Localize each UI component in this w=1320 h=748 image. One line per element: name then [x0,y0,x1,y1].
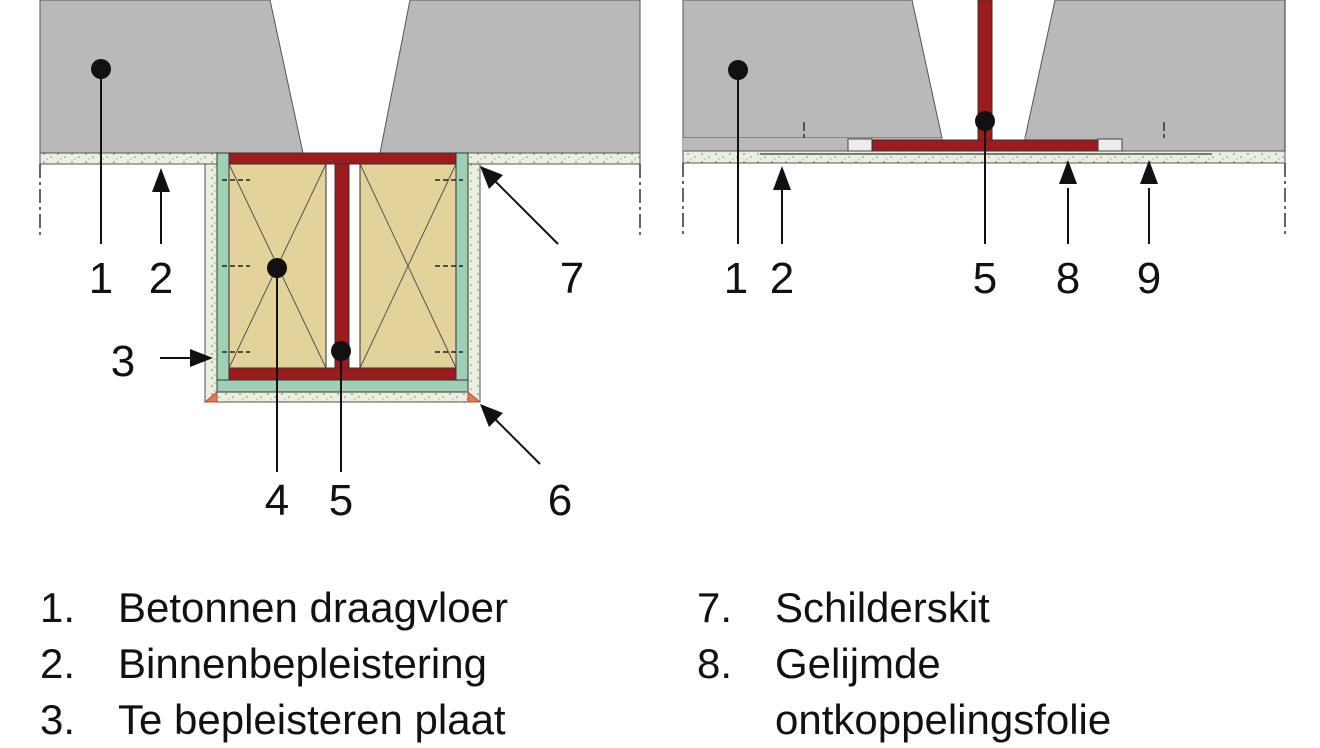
sealant-corner-left [203,390,218,403]
right-detail: 1 2 5 8 9 [682,0,1286,303]
legend-num: 1. [40,584,76,631]
screw-marks [222,179,463,353]
dot-r1 [728,60,748,80]
dot-r5 [975,111,995,131]
arrowhead-r9 [1140,160,1158,184]
concrete-slab-right-2 [1024,0,1286,154]
callout-5: 5 [329,476,353,525]
concrete-slab-right [379,0,641,154]
legend-left: 1. Betonnen draagvloer 2. Binnenbepleist… [40,580,508,748]
callout-1: 1 [89,254,113,303]
legend-text: ontkoppelingsfolie [775,696,1112,743]
legend-text: Betonnen draagvloer [118,584,508,631]
callout-r8: 8 [1056,254,1080,303]
arrowhead-6 [480,404,503,427]
concrete-slab-left-2 [682,0,943,153]
legend-text: Te bepleisteren plaat [118,696,506,743]
dot-5 [331,341,351,361]
legend-num: 2. [40,640,76,687]
board-left [216,152,230,393]
callout-3: 3 [111,337,135,386]
arrowhead-7 [480,166,503,189]
callout-2: 2 [149,254,173,303]
legend-item: ontkoppelingsfolie [697,692,1111,748]
steel-beam-left [228,152,457,381]
dot-4 [267,258,287,278]
dot-1 [91,59,111,79]
arrowhead-r8 [1059,160,1077,184]
sealant-corner-right [467,390,482,403]
callout-6: 6 [548,476,572,525]
legend-num [697,692,775,748]
legend-num: 7. [697,584,733,631]
legend-num: 8. [697,640,733,687]
callout-7: 7 [560,254,584,303]
legend-item: 7. Schilderskit [697,580,1111,636]
callout-r2: 2 [770,254,794,303]
legend-item: 3. Te bepleisteren plaat [40,692,508,748]
callout-4: 4 [265,476,289,525]
legend-num: 3. [40,696,76,743]
legend-item: 2. Binnenbepleistering [40,636,508,692]
arrowhead-r2 [773,166,791,190]
legend-item: 8. Gelijmde [697,636,1111,692]
board-bottom [216,379,469,393]
concrete-slab-left [39,0,304,154]
legend-text: Gelijmde [775,640,941,687]
legend-right: 7. Schilderskit 8. Gelijmde ontkoppeling… [697,580,1111,748]
legend-text: Schilderskit [775,584,990,631]
left-detail: 1 2 3 4 5 6 7 [39,0,641,525]
callout-r9: 9 [1137,254,1161,303]
arrowhead-2 [152,168,170,192]
legend-text: Binnenbepleistering [118,640,487,687]
board-right [455,152,469,393]
legend-item: 1. Betonnen draagvloer [40,580,508,636]
callout-r5: 5 [973,254,997,303]
callout-r1: 1 [724,254,748,303]
arrowhead-3 [190,349,213,367]
